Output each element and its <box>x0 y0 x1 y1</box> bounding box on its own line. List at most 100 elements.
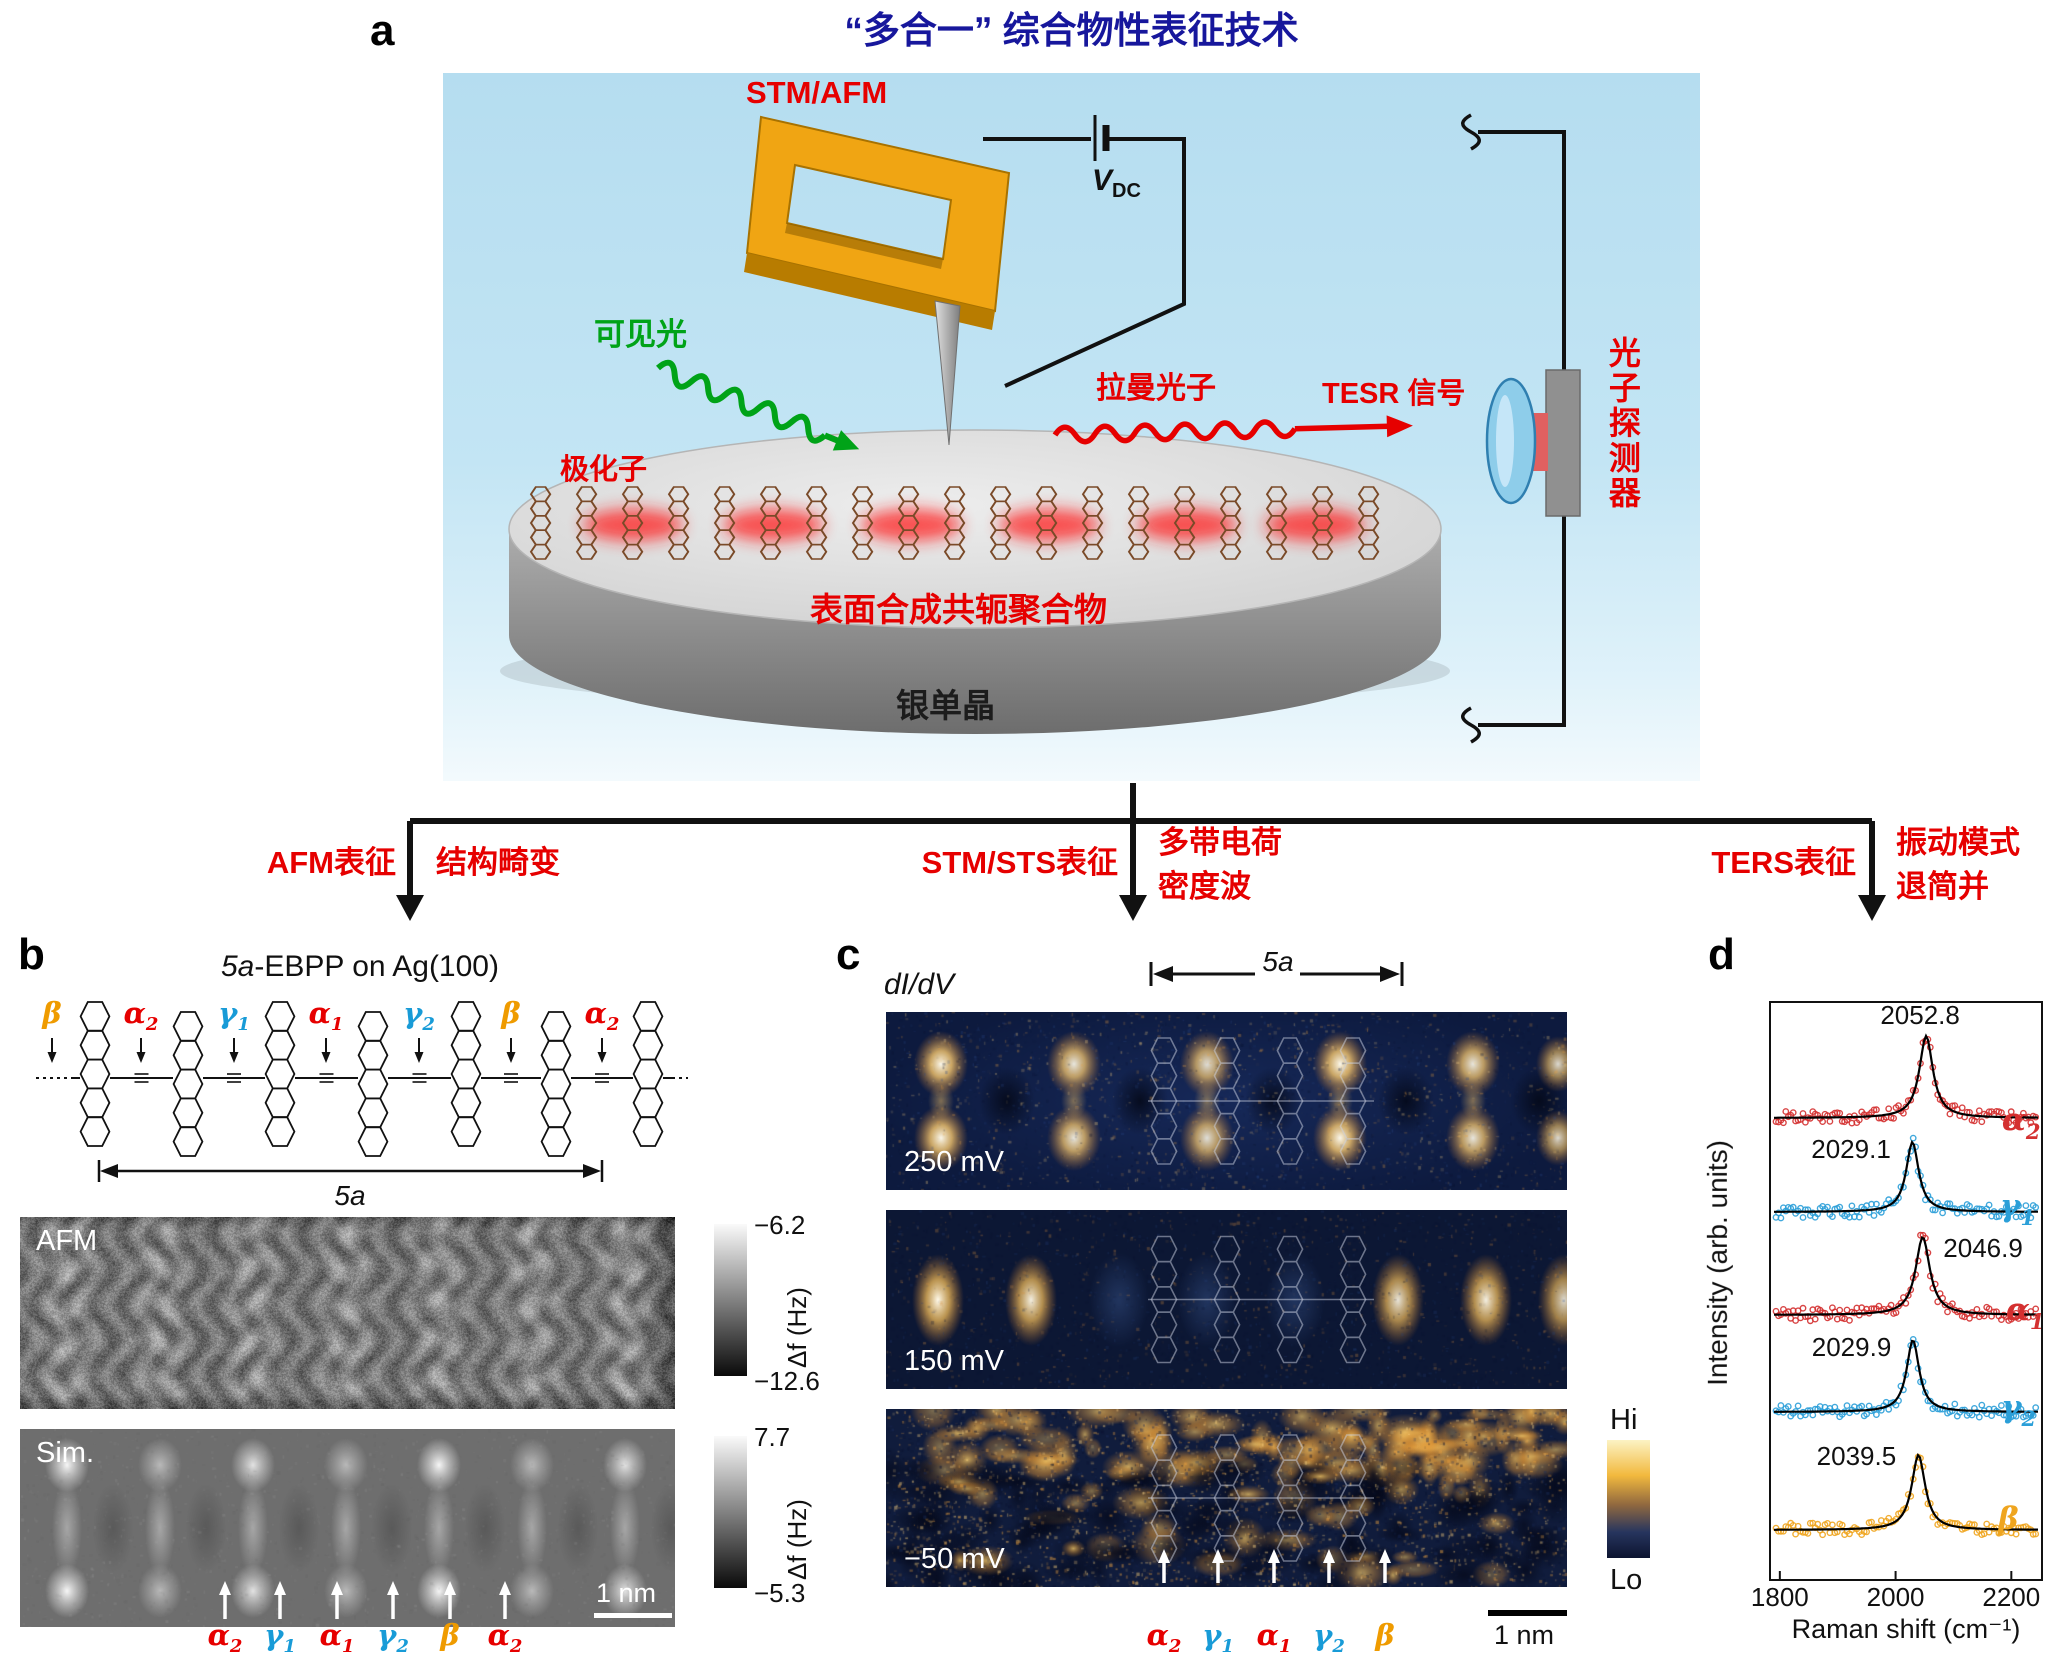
panel-c-label: c <box>836 930 861 979</box>
stm-afm-label: STM/AFM <box>746 75 888 110</box>
data-point <box>1968 1411 1976 1419</box>
colorbar-lo: Lo <box>1610 1564 1643 1596</box>
data-point <box>1826 1117 1834 1125</box>
fit-curve <box>1774 1235 2038 1316</box>
data-point <box>2015 1315 2022 1322</box>
sim-image: Sim. <box>20 1429 675 1627</box>
data-point <box>1848 1202 1856 1210</box>
data-point <box>1917 1231 1924 1239</box>
series-label: γ2 <box>2001 1389 2036 1431</box>
substrate-label: 银单晶 <box>896 687 995 724</box>
data-point <box>1909 1134 1917 1142</box>
fit-curve <box>1774 1452 2038 1531</box>
branch-stm-result-2: 密度波 <box>1158 869 1251 904</box>
molecule-overlay <box>1148 1434 1391 1583</box>
vdc-label: VDC <box>1092 164 1141 202</box>
data-point <box>2007 1108 2015 1116</box>
data-point <box>1819 1118 1827 1126</box>
data-point <box>1824 1203 1831 1211</box>
data-point <box>1782 1108 1790 1115</box>
data-point <box>1890 1114 1898 1122</box>
data-point <box>1931 1206 1939 1214</box>
x-tick-label: 2000 <box>1867 1582 1925 1612</box>
afm-colorbar-min: −12.6 <box>754 1366 820 1396</box>
sim-colorbar <box>714 1436 747 1588</box>
afm-colorbar-unit: Δf (Hz) <box>782 1287 812 1368</box>
site-pointer-arrowhead <box>229 1052 239 1063</box>
data-point <box>1872 1411 1880 1418</box>
data-point <box>1966 1314 1973 1322</box>
site-pointer-arrowhead <box>506 1052 516 1063</box>
pentacene-unit <box>632 1001 664 1147</box>
data-point <box>1814 1520 1822 1528</box>
sim-colorbar-unit: Δf (Hz) <box>782 1499 812 1580</box>
spectrum-alpha1: 2046.9α1 <box>1772 1231 2044 1334</box>
site-pointer-arrowhead <box>136 1052 146 1063</box>
panel-a-label: a <box>370 6 395 55</box>
data-point <box>1828 1521 1836 1529</box>
fit-curve <box>1774 1033 2039 1119</box>
data-point <box>1929 1206 1937 1214</box>
data-point <box>1885 1105 1893 1113</box>
branch-stm-result-1: 多带电荷 <box>1158 825 1282 860</box>
greek-label: α2 <box>207 1618 243 1653</box>
data-point <box>2029 1530 2037 1538</box>
data-point <box>1948 1300 1956 1308</box>
data-point <box>1799 1214 1807 1221</box>
unit-cell-label-c: 5a <box>1262 946 1294 977</box>
series-label: γ1 <box>2000 1188 2035 1230</box>
data-point <box>1846 1316 1853 1324</box>
data-point <box>2027 1119 2035 1127</box>
data-point <box>1794 1402 1802 1410</box>
greek-label: α2 <box>487 1618 523 1653</box>
data-point <box>1799 1110 1807 1117</box>
data-point <box>1836 1109 1844 1117</box>
panel-d-label: d <box>1708 930 1735 979</box>
molecule-name-rest: -EBPP on Ag(100) <box>254 950 499 983</box>
data-point <box>1946 1110 1954 1118</box>
data-point <box>1973 1305 1981 1313</box>
pentacene-unit <box>172 1011 204 1157</box>
unit-cell-bracket-c <box>1149 962 1404 986</box>
data-point <box>1895 1102 1902 1110</box>
colorbar-hi: Hi <box>1610 1404 1638 1436</box>
data-point <box>1806 1519 1814 1527</box>
data-point <box>1780 1119 1787 1127</box>
greek-label: γ1 <box>264 1618 296 1653</box>
molecule-overlay <box>1148 1037 1374 1165</box>
data-point <box>1836 1306 1844 1314</box>
series-label: α1 <box>2006 1292 2044 1334</box>
branch-afm-method: AFM表征 <box>266 845 396 880</box>
didv-label: dI/dV <box>884 968 955 1001</box>
down-arrowhead <box>1858 895 1886 921</box>
data-point <box>1951 1400 1959 1408</box>
panel-b-label: b <box>18 930 45 979</box>
x-tick-label: 1800 <box>1751 1582 1809 1612</box>
data-point <box>1777 1402 1785 1409</box>
data-point <box>1789 1109 1797 1117</box>
panel-b-title: 5a-EBPP on Ag(100) <box>130 950 590 984</box>
greek-label: α2 <box>123 996 159 1035</box>
data-point <box>1892 1309 1900 1316</box>
data-point <box>1902 1103 1910 1111</box>
greek-label: γ2 <box>403 996 435 1035</box>
didv-map-minus50mv: −50 mV <box>886 1409 1567 1587</box>
greek-label: β <box>440 1618 460 1652</box>
x-axis-label: Raman shift (cm⁻¹) <box>1791 1614 2021 1644</box>
branch-connector <box>396 783 1886 921</box>
branch-stm-method: STM/STS表征 <box>921 845 1118 880</box>
data-point <box>1868 1518 1875 1526</box>
detector-wire-bottom <box>1478 516 1566 727</box>
data-point <box>2017 1305 2025 1313</box>
greek-label: γ1 <box>1202 1618 1234 1653</box>
spectrum-gamma2: 2029.9γ2 <box>1772 1332 2040 1431</box>
data-point <box>2032 1305 2040 1313</box>
bias-label: −50 mV <box>904 1543 1005 1575</box>
scale-bar-label-c: 1 nm <box>1494 1620 1555 1650</box>
data-point <box>1993 1524 2000 1532</box>
figure-title: “多合一” 综合物性表征技术 <box>844 10 1299 51</box>
greek-label: β <box>1375 1618 1395 1652</box>
photon-detector-icon <box>1485 369 1581 517</box>
branch-ters-method: TERS表征 <box>1711 845 1856 880</box>
site-arrowhead <box>387 1581 399 1595</box>
